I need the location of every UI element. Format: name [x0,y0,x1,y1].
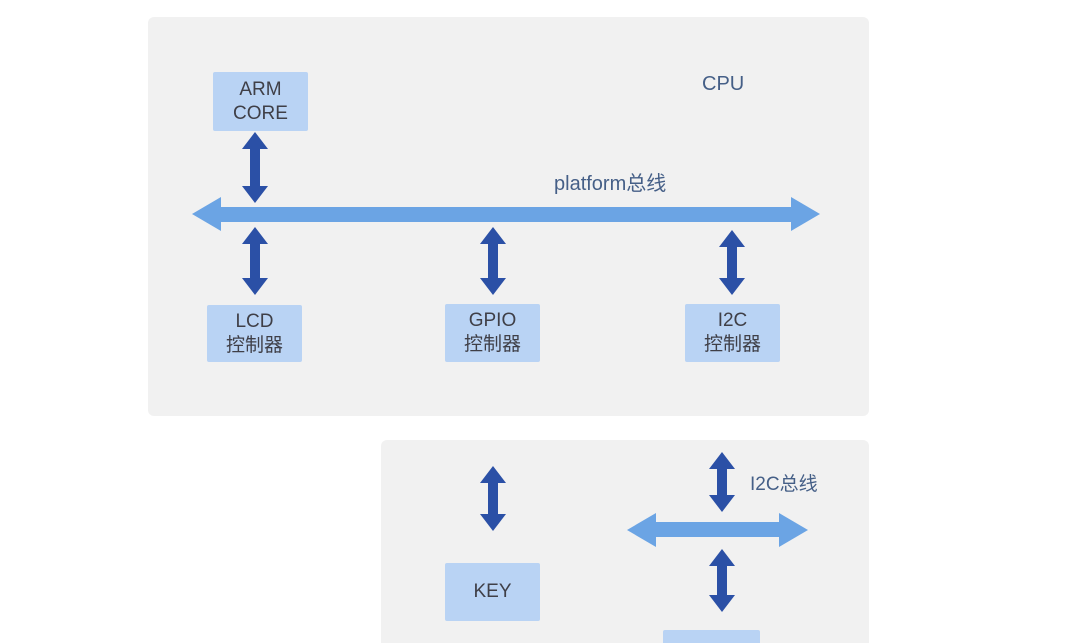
lcd-bus-arrow-icon [242,227,268,295]
i2c-bus-arrow-bottom-icon [627,512,808,547]
i2c-bus-arrow-icon [719,230,745,295]
platform-bus-arrow-icon [192,197,820,231]
platform-bus-label: platform总线 [554,173,667,195]
key-link-arrow-icon [480,466,506,531]
i2c-device-arrow-icon [709,549,735,612]
key-label: KEY [473,581,512,602]
arm-core-box: ARM CORE [213,72,308,131]
i2c-bus-label: I2C总线 [750,474,818,495]
arm-core-label-line2: CORE [233,102,288,124]
i2c-bus-up-arrow-icon [709,452,735,512]
i2c-controller-box: I2C 控制器 [685,304,780,362]
arm-core-bus-arrow-icon [242,132,268,203]
gpio-controller-box: GPIO 控制器 [445,304,540,362]
i2c-controller-label-line1: I2C [717,310,748,331]
i2c-controller-label-line2: 控制器 [703,334,761,355]
lcd-controller-label-line1: LCD [235,310,274,332]
cpu-title: CPU [702,73,745,95]
lcd-controller-box: LCD 控制器 [207,305,302,362]
lcd-controller-label-line2: 控制器 [225,334,283,356]
gpio-bus-arrow-icon [480,227,506,295]
gpio-controller-label-line1: GPIO [468,310,517,331]
gpio-controller-label-line2: 控制器 [463,334,521,355]
i2c-device-box-partial [663,630,760,643]
arm-core-label-line1: ARM [239,78,282,100]
key-box: KEY [445,563,540,621]
